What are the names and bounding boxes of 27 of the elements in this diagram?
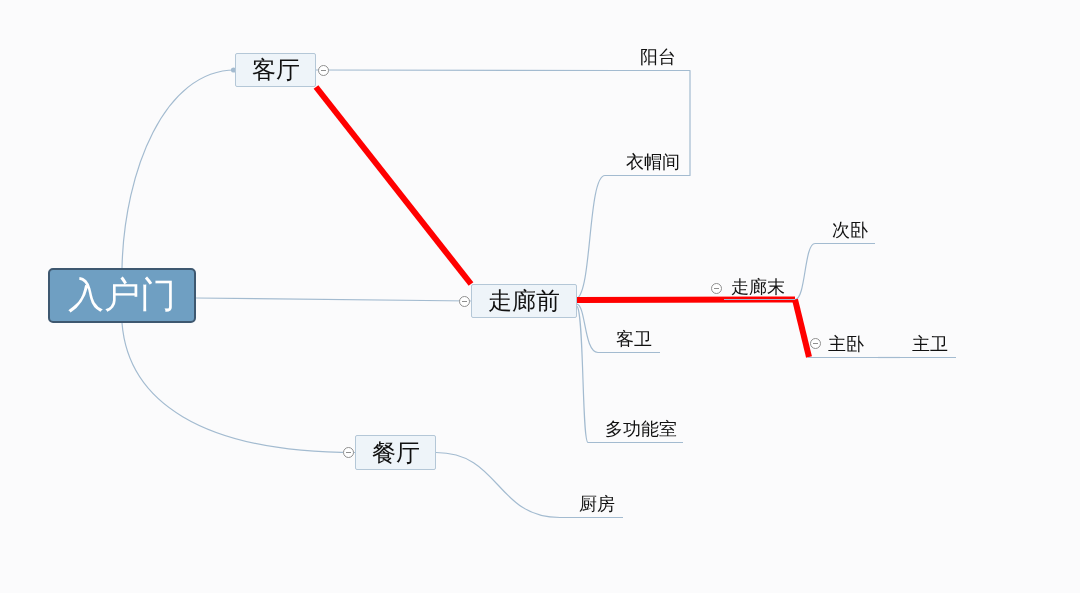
topic-box: 走廊前 bbox=[471, 284, 577, 318]
connector-line bbox=[687, 69, 691, 177]
connector-line bbox=[877, 356, 901, 359]
underlined-label: 阳台 bbox=[620, 44, 688, 71]
topic-box: 客厅 bbox=[235, 53, 316, 87]
connector-line bbox=[794, 242, 816, 301]
underlined-label: 衣帽间 bbox=[605, 148, 688, 176]
topic-box: 餐厅 bbox=[355, 435, 436, 470]
connector-line bbox=[435, 451, 561, 519]
highlight-line bbox=[313, 85, 474, 286]
underlined-label: 多功能室 bbox=[588, 415, 683, 443]
highlight-line bbox=[577, 296, 795, 303]
underlined-label: 走廊末 bbox=[724, 274, 795, 300]
highlight-line bbox=[792, 298, 812, 358]
underlined-label: 客卫 bbox=[598, 325, 660, 353]
connector-line bbox=[121, 67, 237, 269]
connector-line bbox=[121, 322, 356, 454]
underlined-label: 厨房 bbox=[560, 490, 623, 518]
connector-line bbox=[576, 305, 589, 444]
central-topic-box: 入户门 bbox=[48, 268, 196, 323]
connector-line bbox=[315, 69, 621, 72]
connector-line bbox=[195, 297, 472, 302]
underlined-label: 次卧 bbox=[815, 216, 875, 244]
topic-label: 主卧 bbox=[828, 331, 864, 356]
underlined-label: 主卫 bbox=[900, 330, 956, 358]
connector-line bbox=[576, 174, 606, 299]
connector-line bbox=[576, 303, 599, 354]
